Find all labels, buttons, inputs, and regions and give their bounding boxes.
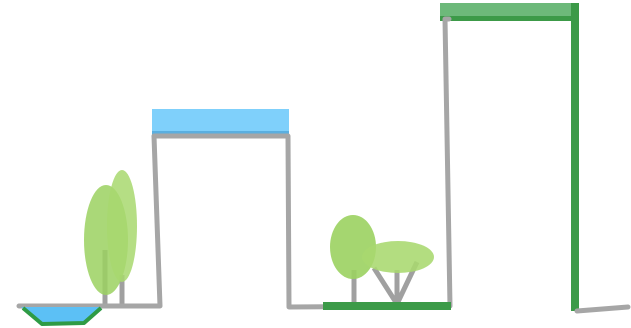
tree-wide-canopy <box>362 241 434 304</box>
grass-block-wall <box>571 3 579 311</box>
terrain-profile-right <box>577 307 628 311</box>
grass-block-edge <box>440 16 579 21</box>
water-pond <box>21 307 101 324</box>
trunk <box>374 268 397 304</box>
water-block <box>152 109 289 137</box>
grass-block <box>440 3 579 311</box>
foliage <box>330 215 376 279</box>
grass-strip <box>323 302 451 310</box>
foliage <box>107 170 137 282</box>
foliage <box>362 241 434 273</box>
tree-tall-pair <box>84 170 137 306</box>
